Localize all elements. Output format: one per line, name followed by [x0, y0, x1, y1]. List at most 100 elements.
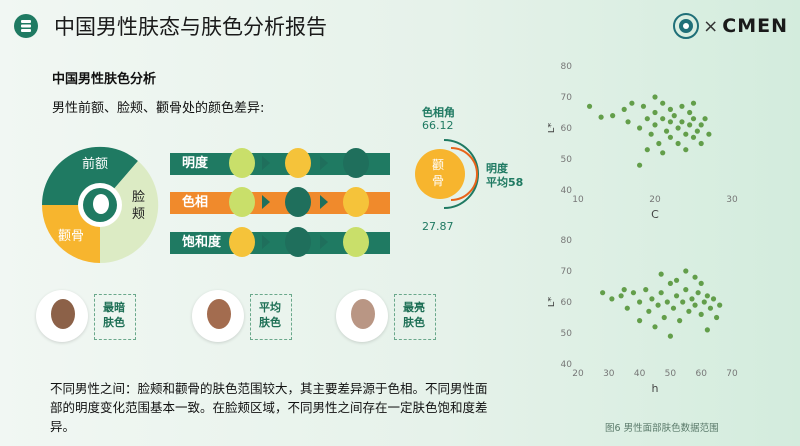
scatter-point	[687, 109, 693, 116]
scatter-point	[646, 308, 652, 314]
hue-gauge-min: 27.87	[422, 220, 454, 233]
scatter-point	[637, 299, 643, 305]
brightness-label: 明度	[486, 162, 508, 175]
scatter-point	[667, 280, 673, 286]
x-tick-label: 70	[726, 369, 738, 379]
y-tick-label: 40	[561, 360, 573, 370]
x-tick-label: 20	[649, 195, 661, 205]
scatter-point	[704, 293, 710, 299]
x-tick-label: 30	[603, 369, 615, 379]
scatter-point	[655, 302, 661, 308]
hue-gauge-max: 66.12	[422, 119, 454, 132]
scatter-point	[675, 125, 681, 131]
logo-text: CMEN	[722, 15, 788, 37]
scatter-point	[698, 140, 704, 147]
scatter-point	[692, 274, 698, 280]
scatter-point	[667, 119, 673, 125]
scatter-point	[644, 116, 650, 122]
scatter-point	[679, 103, 685, 109]
scatter-point	[652, 109, 658, 116]
attribute-bar-saturation: 饱和度	[170, 232, 390, 254]
scatter-point	[714, 314, 720, 321]
scatter-point	[643, 287, 649, 293]
swatch-darkest-head-icon	[51, 299, 75, 329]
section-lead: 男性前额、脸颊、颧骨处的颜色差异:	[52, 101, 265, 116]
scatter-point	[621, 287, 627, 293]
face-region-donut: 前额 脸颊 颧骨	[40, 145, 160, 265]
y-tick-label: 70	[561, 267, 573, 277]
scatter-point	[671, 113, 677, 119]
scatter-point	[698, 122, 704, 128]
x-axis-label: C	[651, 208, 659, 221]
hue-gauge-arc	[415, 139, 479, 209]
scatter-point	[704, 327, 710, 333]
scatter-point	[664, 299, 670, 305]
x-tick-label: 30	[726, 195, 738, 205]
x-tick-label: 50	[665, 369, 677, 379]
scatter-point	[609, 296, 615, 302]
y-tick-label: 70	[561, 93, 573, 103]
scatter-point	[673, 293, 680, 299]
scatter-point	[629, 100, 635, 106]
scatter-point	[690, 100, 697, 106]
swatch-average-head-icon	[207, 299, 231, 329]
swatch-average: 平均肤色	[192, 290, 292, 344]
scatter-point	[690, 116, 697, 122]
x-tick-label: 40	[634, 369, 646, 379]
head-row-hue	[229, 187, 369, 217]
summary-text: 不同男性之间：脸颊和颧骨的肤色范围较大，其主要差异源于色相。不同男性面部的明度变…	[50, 381, 488, 434]
scatter-point	[710, 296, 717, 302]
scatter-point	[660, 150, 666, 156]
y-tick-label: 40	[561, 186, 573, 196]
scatter-point	[702, 116, 708, 122]
bar-label-saturation: 饱和度	[170, 232, 390, 254]
scatter-point	[621, 106, 627, 112]
bar-label-brightness: 明度	[170, 153, 390, 175]
bar-label-hue: 色相	[170, 192, 390, 214]
donut-label-cheek: 脸颊	[132, 190, 146, 222]
scatter-point	[707, 305, 714, 311]
scatter-point	[652, 94, 658, 100]
logo-separator: ×	[703, 15, 719, 37]
x-tick-label: 20	[572, 369, 584, 379]
head-row-brightness	[229, 148, 369, 178]
scatter-point	[640, 103, 647, 109]
scatter-point	[598, 114, 604, 120]
scatter-point	[690, 134, 697, 140]
scatter-point	[618, 293, 624, 299]
scatter-point	[683, 147, 689, 153]
scatter-point	[670, 305, 677, 311]
swatch-average-label: 平均肤色	[259, 301, 281, 330]
scatter-point	[680, 299, 686, 305]
scatter-point	[673, 277, 680, 283]
scatter-point	[689, 296, 695, 302]
y-tick-label: 50	[561, 155, 573, 165]
scatter-point	[652, 122, 658, 128]
x-tick-label: 60	[695, 369, 707, 379]
scatter-point	[586, 103, 593, 109]
y-tick-label: 60	[561, 124, 573, 134]
brand-logo: × CMEN	[673, 12, 788, 40]
hue-gauge-center: 颧骨	[432, 158, 445, 188]
x-axis-label: h	[652, 382, 659, 395]
scatter-point	[625, 119, 631, 125]
scatter-point	[667, 333, 673, 339]
brand-seal-icon	[673, 13, 700, 39]
scatter-point	[692, 302, 698, 308]
scatter-point	[687, 122, 693, 128]
scatter-point	[683, 268, 689, 274]
scatter-point	[661, 314, 667, 321]
swatch-brightest: 最亮肤色	[336, 290, 436, 344]
donut-label-cheekbone: 颧骨	[58, 229, 85, 244]
scatter-point	[695, 290, 701, 296]
scatter-point	[649, 296, 655, 302]
scatter-point	[610, 113, 616, 119]
brightness-value: 平均58	[486, 176, 524, 189]
scatter-point	[677, 318, 683, 324]
scatter-point	[658, 290, 664, 296]
scatter-point	[600, 290, 606, 296]
page-title: 中国男性肤态与肤色分析报告	[54, 15, 327, 39]
scatter-point	[637, 318, 643, 324]
